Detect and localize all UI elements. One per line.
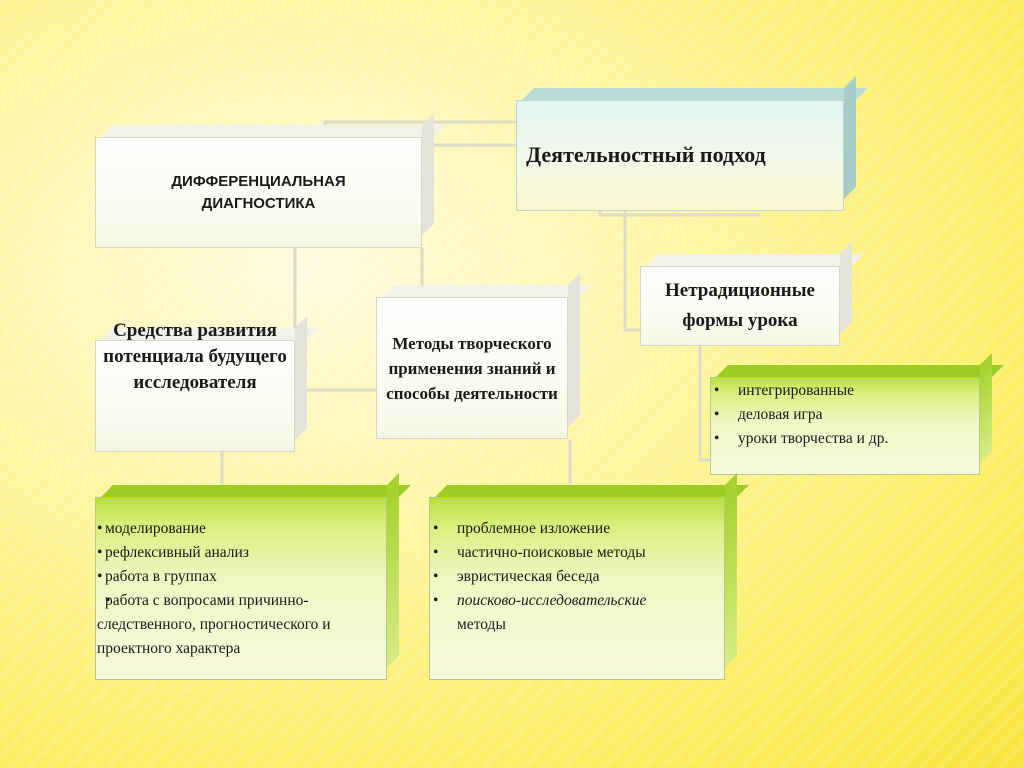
list-item-suffix: методы — [457, 616, 506, 633]
list-item: интегрированные — [712, 379, 888, 403]
development-items-list: моделирование рефлексивный анализ работа… — [97, 517, 385, 661]
activity-approach-label: Деятельностный подход — [526, 142, 766, 167]
development-tools-box: Средства развития потенциала будущего ис… — [95, 316, 319, 452]
list-item: рефлексивный анализ — [97, 541, 385, 565]
diagnostics-box: ДИФФЕРЕНЦИАЛЬНАЯ ДИАГНОСТИКА — [95, 113, 446, 248]
method-items-list: проблемное изложение частично-поисковые … — [431, 517, 719, 637]
method-items-box: проблемное изложение частично-поисковые … — [429, 473, 749, 680]
connector-activity-forms — [623, 210, 640, 332]
list-item: уроки творчества и др. — [712, 427, 888, 451]
lesson-forms-box: интегрированные деловая игра уроки творч… — [710, 353, 1004, 475]
creative-methods-box: Методы творческого применения знаний и с… — [376, 273, 592, 439]
nontraditional-forms-label: Нетрадиционные формы урока — [665, 280, 815, 331]
list-item: деловая игра — [712, 403, 888, 427]
list-item: поисково-исследовательские методы — [431, 589, 719, 637]
development-tools-label: Средства развития потенциала будущего ис… — [103, 320, 287, 393]
list-item: проблемное изложение — [431, 517, 719, 541]
list-item: моделирование — [97, 517, 385, 541]
list-item-italic-text: поисково-исследовательские — [457, 592, 647, 609]
connector-activity-forms-2 — [598, 210, 760, 217]
list-item: работа в группах — [97, 565, 385, 589]
development-items-box: моделирование рефлексивный анализ работа… — [95, 473, 411, 680]
connector-forms-list — [698, 346, 712, 462]
nontraditional-forms-box: Нетрадиционные формы урока — [640, 242, 864, 346]
list-item: работа с вопросами причинно-следственног… — [97, 589, 385, 661]
creative-methods-label: Методы творческого применения знаний и с… — [386, 333, 558, 403]
diagnostics-label: ДИФФЕРЕНЦИАЛЬНАЯ ДИАГНОСТИКА — [171, 172, 346, 212]
list-item: частично-поисковые методы — [431, 541, 719, 565]
lesson-forms-list: интегрированные деловая игра уроки творч… — [712, 379, 888, 451]
activity-approach-box: Деятельностный подход — [516, 76, 868, 211]
list-item: эвристическая беседа — [431, 565, 719, 589]
